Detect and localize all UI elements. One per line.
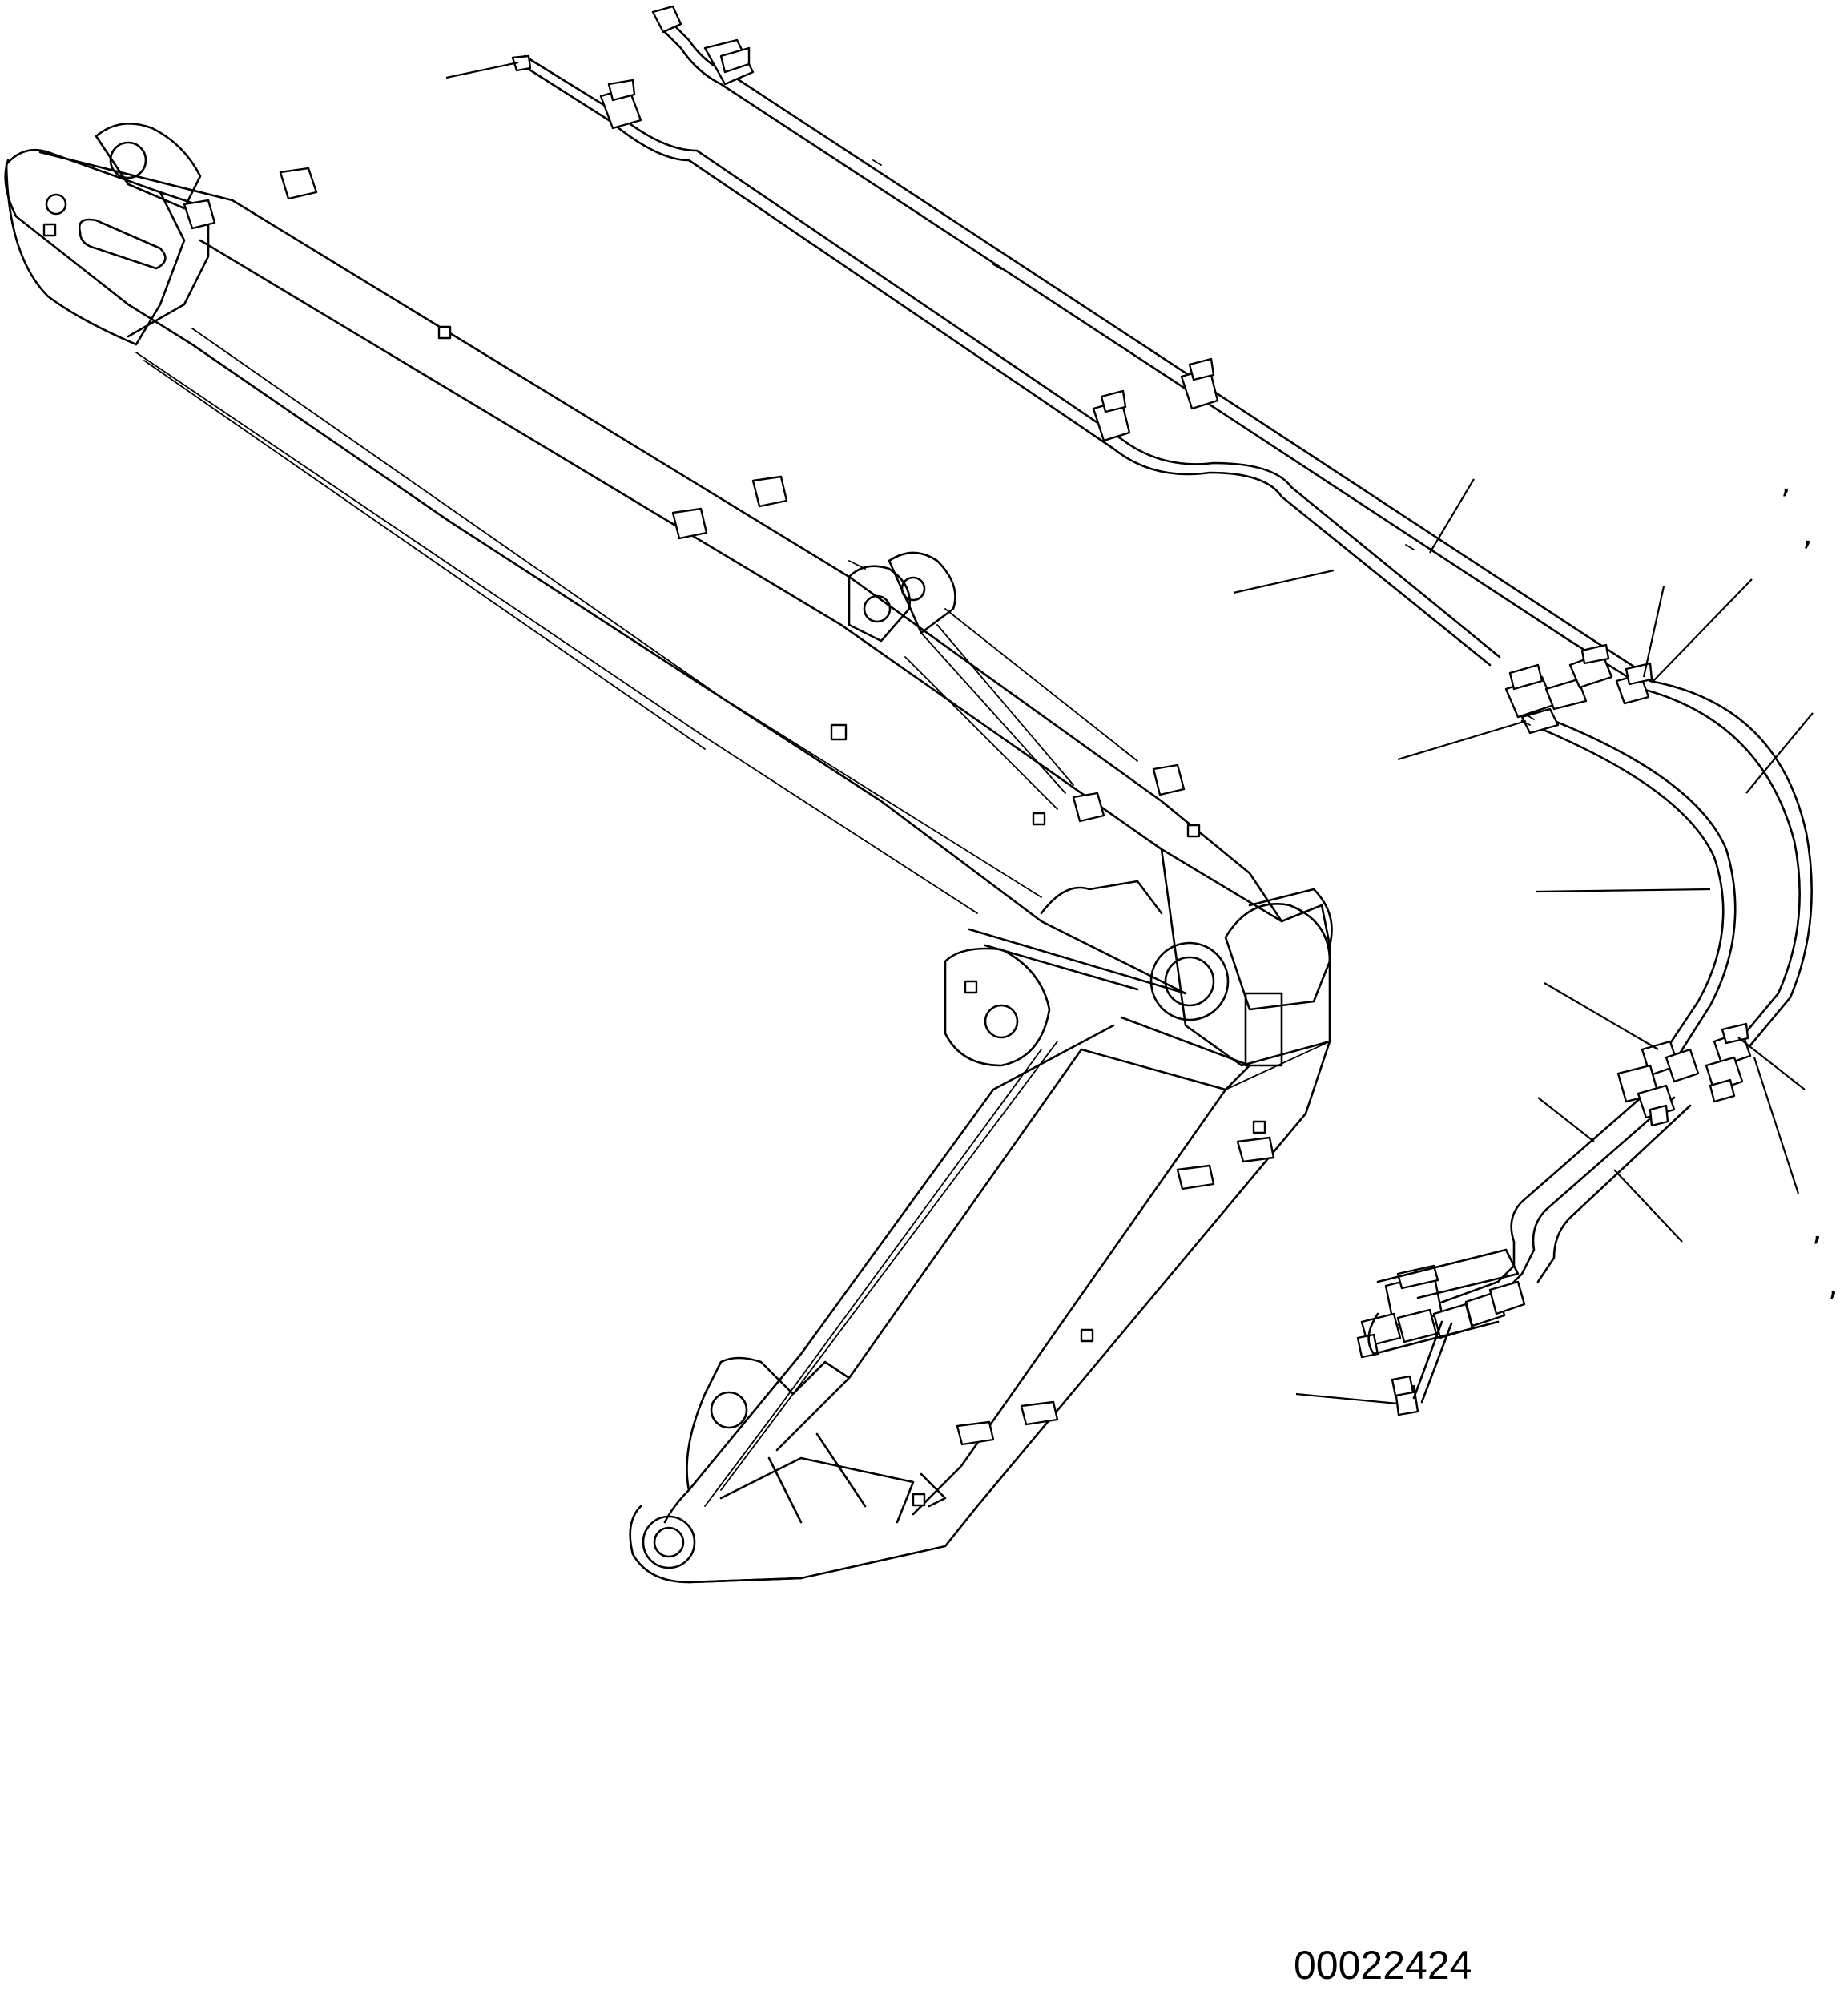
- leader-9: [1544, 982, 1659, 1050]
- elbow-nut-2: [1032, 812, 1046, 826]
- boom-foot-rib-1: [815, 1432, 867, 1508]
- drawing-number: 00022424: [1294, 1943, 1472, 1988]
- leader-13: [1753, 1057, 1800, 1194]
- boom-foot-boss: [642, 1515, 696, 1569]
- boom-top-face-2: [775, 1048, 1083, 1452]
- leader-14: [1295, 1392, 1399, 1405]
- boom-right-edge: [687, 1040, 1331, 1584]
- line-curve-left-b: [1528, 710, 1737, 1057]
- boom-foot-bracket: [920, 1472, 947, 1508]
- arm-end-plate: [5, 148, 186, 346]
- hose-outer-a: [663, 30, 1636, 683]
- arm-top-edge: [38, 151, 1283, 923]
- line-curve-right-a: [1641, 687, 1801, 1043]
- arm-brace-1: [920, 632, 1066, 794]
- boom-web-1: [912, 1088, 1227, 1516]
- leader-3: [1233, 569, 1335, 594]
- elbow-nut-1: [964, 980, 978, 994]
- arm-joint-hole-1: [863, 594, 892, 623]
- elbow-boss-outer: [1149, 941, 1230, 1021]
- callout-marks: , , , ,: [1781, 464, 1838, 1303]
- arm-joint-lug-1: [848, 565, 912, 643]
- bottom-manifold: [1356, 1248, 1526, 1416]
- callout-comma-3: ,: [1812, 1211, 1822, 1248]
- arm-pads: [183, 167, 1201, 838]
- arm-slot: [78, 218, 167, 270]
- boom-top-face-1: [1080, 1016, 1251, 1091]
- arm-pin-hole-top: [109, 141, 147, 179]
- leader-11: [1537, 1097, 1595, 1142]
- arm-web-line-1: [135, 352, 978, 914]
- hose-outer-b: [671, 22, 1648, 676]
- boom-foot-plate: [719, 1456, 915, 1524]
- elbow-plate-edge: [968, 928, 1187, 995]
- boom-foot-hole: [653, 1526, 685, 1558]
- arm-brace-3: [904, 656, 1058, 810]
- leader-10: [1737, 1037, 1806, 1090]
- elbow-lower-lug: [944, 947, 1051, 1067]
- leader-2: [1429, 478, 1475, 554]
- callout-comma-2: ,: [1802, 516, 1813, 553]
- boom-foot: [686, 1356, 851, 1492]
- boom-foot-lug-hole: [710, 1391, 748, 1429]
- pipe-inner-b: [523, 54, 1501, 659]
- callout-comma-1: ,: [1781, 464, 1791, 501]
- elbow-pin-block: [1244, 992, 1283, 1067]
- hydraulic-lines: [511, 5, 1813, 1416]
- top-fittings: [511, 5, 755, 130]
- arm-end-lug: [95, 123, 202, 210]
- arm-joint-lug-2: [888, 551, 956, 634]
- boom-web-4: [1225, 1041, 1331, 1090]
- leader-8: [1536, 888, 1711, 893]
- boom-web-2: [720, 1041, 1058, 1491]
- elbow-plate-edge-2: [984, 944, 1139, 991]
- arm-brace-2: [936, 624, 1074, 786]
- arm-pin-hole-small: [45, 193, 67, 216]
- leader-1: [445, 61, 519, 79]
- arm-side-edge: [199, 239, 1163, 851]
- leader-lines: [445, 61, 1814, 1405]
- elbow-pin-body: [1224, 903, 1331, 1011]
- leader-4: [1642, 586, 1665, 678]
- pipe-inner-a: [519, 62, 1492, 667]
- boom-foot-base: [629, 1505, 803, 1584]
- elbow-clamps: [1504, 643, 1653, 735]
- line-curve-left-a: [1520, 719, 1725, 1051]
- arm-joint-hole-2: [900, 576, 926, 602]
- arm-nut-1: [42, 223, 57, 237]
- arm-upper-edge: [4, 159, 1187, 995]
- line-curve-right-b: [1649, 679, 1813, 1047]
- elbow-lower-hole: [984, 1004, 1019, 1039]
- mid-clamps: [848, 159, 1415, 570]
- elbow-housing: [1160, 848, 1331, 1067]
- elbow-boss-inner: [1164, 956, 1215, 1007]
- leader-6: [1745, 712, 1814, 794]
- leader-12: [1613, 1169, 1683, 1243]
- loop-line-c: [1536, 1104, 1692, 1283]
- loop-line-b: [1504, 1096, 1676, 1291]
- boom-pads: [912, 1120, 1275, 1507]
- arm-brace-4: [944, 608, 1138, 762]
- boom-foot-rib-2: [767, 1456, 803, 1524]
- elbow-pin-cap: [1248, 888, 1333, 947]
- arm-web-line-2: [191, 328, 1042, 898]
- leader-5: [1651, 578, 1753, 683]
- loop-line-a: [1408, 1088, 1652, 1315]
- elbow-window: [1040, 880, 1163, 915]
- lower-clamps: [1616, 1022, 1752, 1127]
- leader-7: [1397, 719, 1527, 761]
- callout-comma-4: ,: [1828, 1267, 1838, 1303]
- arm-web-line-3: [143, 360, 706, 750]
- boom-web-3: [704, 1049, 1042, 1507]
- arm-structure: [4, 123, 1333, 1584]
